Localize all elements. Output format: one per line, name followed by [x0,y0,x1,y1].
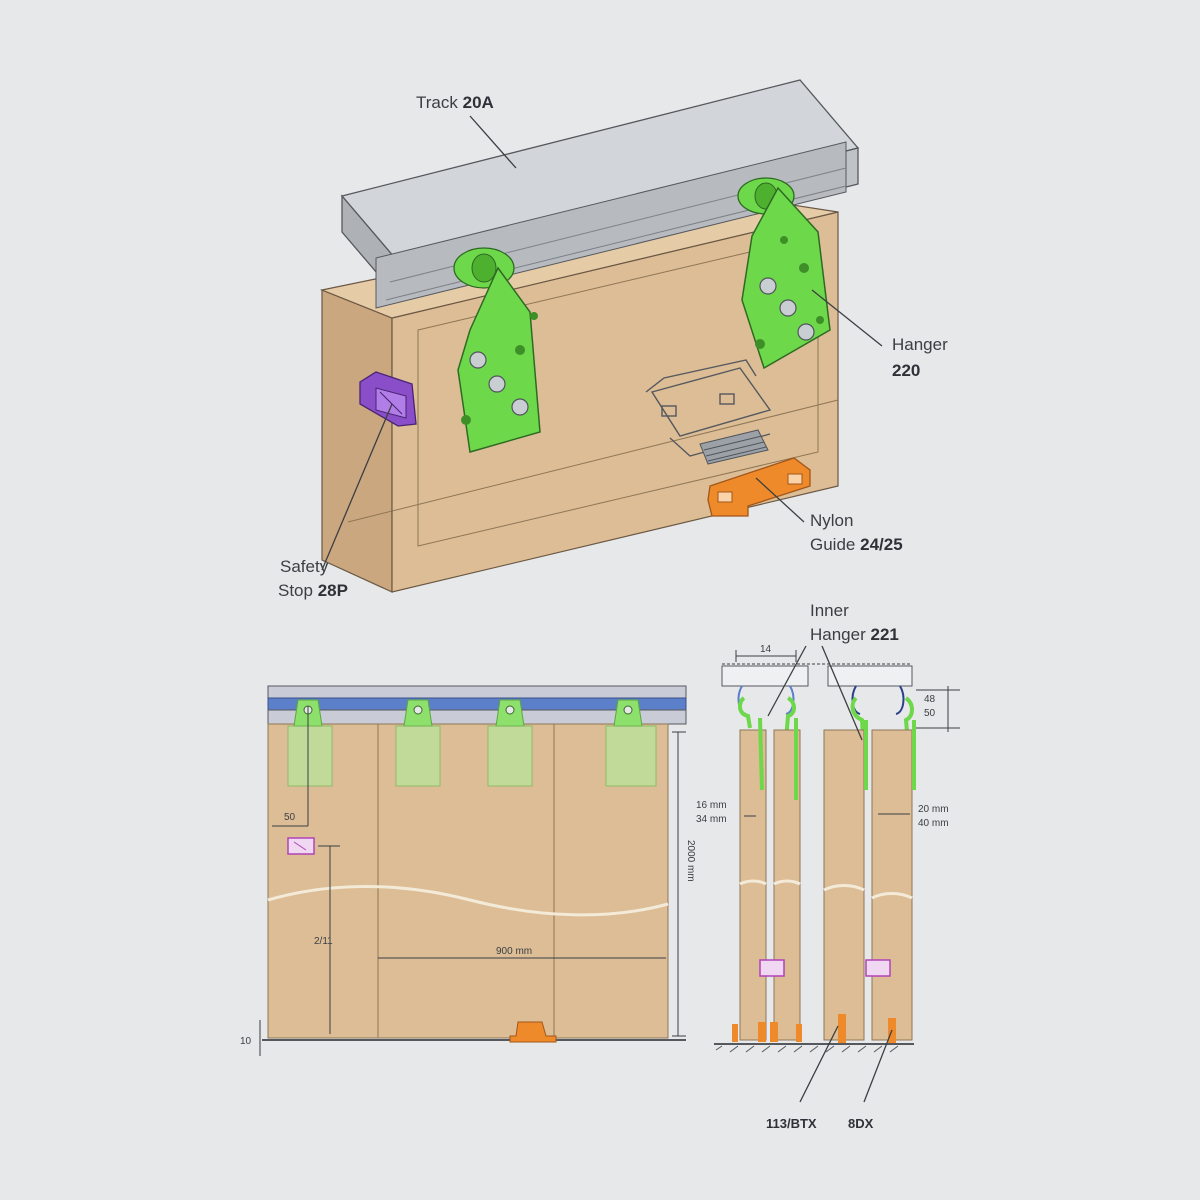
elevation-bottom-guide [509,1021,557,1043]
hanger-label: Hanger [892,335,948,354]
elevation-hanger-1 [287,699,333,787]
dim-track-height-2: 50 [924,708,936,719]
dim-door-height: 2000 mm [685,840,696,882]
elevation-track [267,685,687,699]
elevation-door-panel [267,723,669,1039]
dim-floor-gap: 10 [240,1036,252,1047]
section-door-1 [739,729,767,1041]
dim-safety-height: 2/11 [314,936,333,947]
section-safety-stop-right [865,959,891,977]
inner-hanger-label-2: Hanger 221 [810,625,899,644]
hanger-code: 220 [892,361,920,380]
section-track-right [827,665,913,687]
front-elevation [259,685,687,1056]
elevation-hanger-4 [605,699,657,787]
nylon-guide-label-2: Guide 24/25 [810,535,903,554]
dim-door-width: 900 mm [496,946,532,957]
elevation-hanger-2 [395,699,441,787]
section-safety-stop-left [759,959,785,977]
dim-thickness-right-1: 20 mm [918,804,949,815]
door-inner-panel [417,235,819,547]
track-label: Track 20A [416,93,494,112]
isometric-assembly [319,79,883,593]
nylon-guide-part [707,457,811,517]
dim-thickness-left-1: 16 mm [696,800,727,811]
elevation-safety-stop [287,837,315,855]
bottom-guide-b-label: 8DX [848,1116,874,1131]
section-track-left [721,665,809,687]
dim-top-width: 14 [760,644,772,655]
safety-stop-part [359,371,417,427]
section-views [714,645,960,1103]
safety-stop-label-1: Safety [280,557,329,576]
dim-thickness-left-2: 34 mm [696,814,727,825]
dim-thickness-right-2: 40 mm [918,818,949,829]
hanger-plate-left [457,266,541,453]
hanger-plate-right [741,186,831,370]
inner-hanger-label-1: Inner [810,601,849,620]
safety-stop-label-2: Stop 28P [278,581,348,600]
section-door-4 [871,729,913,1041]
dim-track-height-1: 48 [924,694,936,705]
bottom-guide-a-label: 113/BTX [766,1116,817,1131]
dim-safety-offset: 50 [284,812,296,823]
nylon-guide-label-1: Nylon [810,511,853,530]
elevation-hanger-3 [487,699,533,787]
guide-grating [699,429,769,465]
